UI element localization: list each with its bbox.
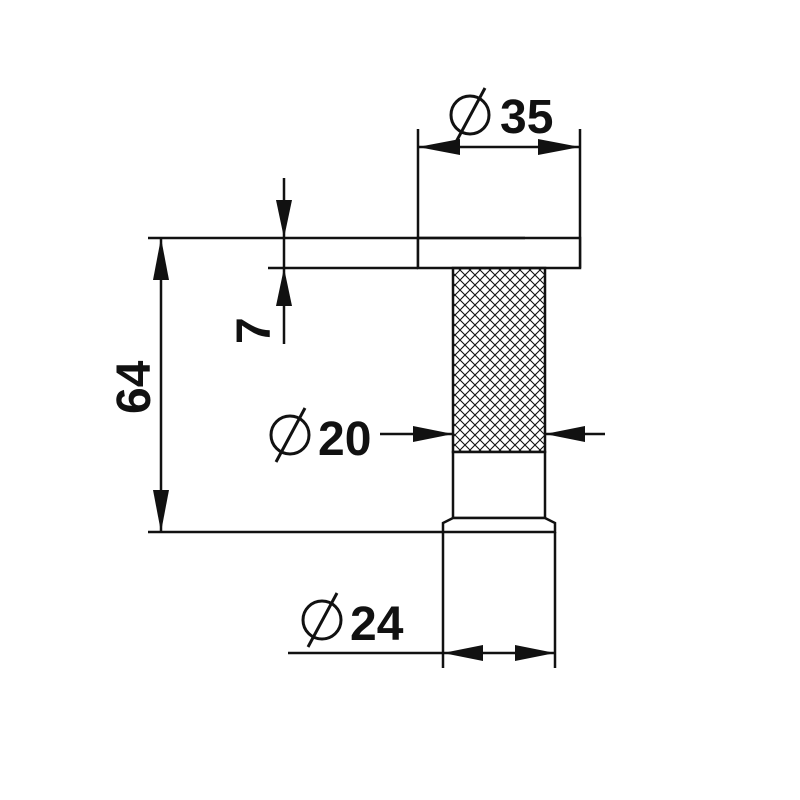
dimension-diameter-24: 24 [288, 592, 555, 661]
dimension-diameter-20: 20 [269, 407, 605, 466]
knurled-shaft [451, 266, 547, 454]
arrowhead-left [443, 645, 483, 661]
arrowhead-down [276, 200, 292, 238]
arrowhead-right [538, 139, 580, 155]
arrowhead-left [418, 139, 460, 155]
collar [441, 516, 557, 534]
arrowhead-up [276, 268, 292, 306]
arrowhead-up [153, 238, 169, 280]
flange-disc [416, 236, 582, 270]
arrowhead-right [515, 645, 555, 661]
arrowhead-right [413, 426, 453, 442]
diameter-symbol-icon [449, 87, 491, 143]
shaft-neck [451, 450, 547, 520]
dimension-label-20: 20 [318, 413, 371, 466]
diameter-symbol-icon [301, 592, 343, 648]
part-outline [416, 129, 582, 668]
diameter-symbol-icon [269, 407, 311, 463]
dimension-diameter-35: 35 [418, 87, 580, 155]
dimension-label-24: 24 [350, 598, 404, 651]
arrowhead-down [153, 490, 169, 532]
dimension-height-64: 64 [108, 238, 443, 534]
dimension-height-7: 7 [148, 178, 525, 344]
dimension-label-35: 35 [500, 91, 553, 144]
arrowhead-left [545, 426, 585, 442]
dimension-label-64: 64 [108, 360, 161, 414]
dimension-label-7: 7 [228, 317, 281, 344]
